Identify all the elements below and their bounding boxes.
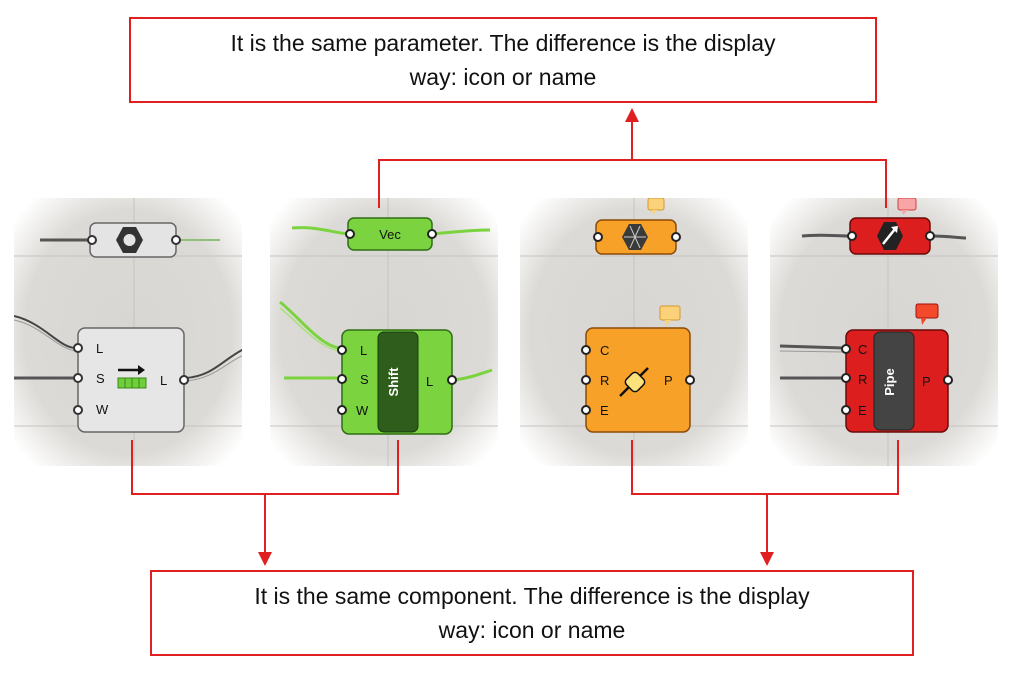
error-balloon-icon: [897, 198, 917, 215]
error-balloon-icon: [915, 303, 939, 325]
param-capsule-icon-red[interactable]: [847, 217, 935, 255]
warning-balloon-icon: [647, 198, 665, 215]
arrowhead-down: [258, 552, 272, 566]
shift-arrow-icon: [117, 365, 147, 389]
panel-grey-icon: L S W L: [14, 198, 242, 466]
output-label: P: [922, 374, 931, 389]
input-label: C: [858, 342, 867, 357]
param-capsule-name-green[interactable]: Vec: [345, 217, 437, 251]
output-label: P: [664, 373, 673, 388]
param-capsule-icon-orange[interactable]: [593, 219, 681, 255]
component-name-red[interactable]: C R E P Pipe: [841, 329, 953, 433]
vector-arrow-icon: [877, 222, 903, 250]
pipe-icon: [619, 367, 649, 397]
callout-parameter-line2: way: icon or name: [409, 64, 597, 90]
component-name-label: Shift: [386, 367, 401, 397]
component-icon-grey[interactable]: L S W L: [73, 327, 189, 433]
output-label: L: [160, 373, 167, 388]
hexagon-nut-icon: [116, 227, 143, 253]
panel-orange-icon: C R E P: [520, 198, 748, 466]
panel-green-name: Vec L S W L Shift: [270, 198, 498, 466]
input-label: L: [96, 341, 103, 356]
connector-component-left: [131, 440, 399, 495]
param-name-label: Vec: [379, 227, 401, 242]
callout-component-line1: It is the same component. The difference…: [254, 583, 810, 609]
input-label: E: [858, 403, 867, 418]
callout-component-line2: way: icon or name: [438, 617, 626, 643]
callout-component: It is the same component. The difference…: [150, 570, 914, 656]
callout-parameter-line1: It is the same parameter. The difference…: [230, 30, 776, 56]
connector-component-right: [631, 440, 899, 495]
input-label: R: [600, 373, 609, 388]
input-label: E: [600, 403, 609, 418]
param-capsule-icon-grey[interactable]: [87, 222, 181, 258]
input-label: C: [600, 343, 609, 358]
input-label: S: [360, 372, 369, 387]
input-label: L: [360, 343, 367, 358]
arrowhead-up: [625, 108, 639, 122]
component-name-green[interactable]: L S W L Shift: [337, 329, 457, 435]
output-label: L: [426, 374, 433, 389]
callout-parameter: It is the same parameter. The difference…: [129, 17, 877, 103]
component-name-label: Pipe: [882, 368, 897, 395]
connector-parameter: [378, 159, 887, 208]
component-icon-orange[interactable]: C R E P: [581, 327, 695, 433]
input-label: W: [356, 403, 369, 418]
panel-red-name: C R E P Pipe: [770, 198, 998, 466]
warning-balloon-icon: [659, 305, 681, 326]
input-label: W: [96, 402, 109, 417]
arrowhead-down: [760, 552, 774, 566]
mesh-hexagon-icon: [622, 224, 648, 250]
input-label: S: [96, 371, 105, 386]
input-label: R: [858, 372, 867, 387]
